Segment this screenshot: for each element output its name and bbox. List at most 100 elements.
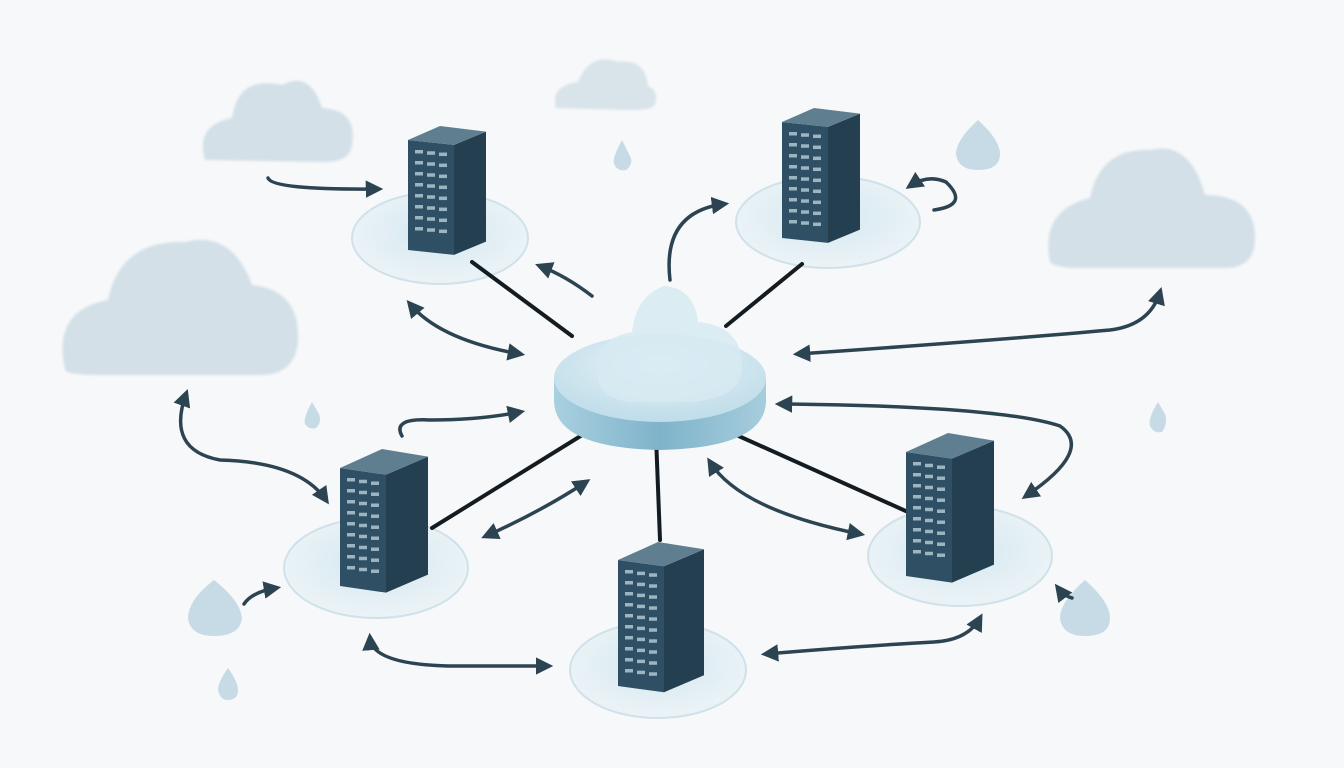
server-led [925, 485, 933, 490]
server-led [439, 163, 447, 168]
server-led [415, 161, 423, 165]
central-cloud-hub [554, 286, 766, 450]
server-led [371, 569, 379, 573]
arrow-icon [242, 581, 282, 606]
arrow-icon [792, 286, 1165, 362]
server-led [813, 134, 821, 139]
server-led [649, 617, 657, 621]
server-led [625, 592, 633, 596]
server-led [347, 478, 355, 482]
server-led [637, 571, 645, 576]
server-led [427, 151, 435, 155]
server-led [649, 639, 657, 643]
server-led [649, 650, 657, 654]
server-led [801, 177, 809, 181]
server-led [637, 648, 645, 653]
server-led [801, 199, 809, 203]
server-led [913, 517, 921, 521]
server-led [637, 670, 645, 675]
data-flow-arrows [173, 171, 1165, 675]
server-led [625, 614, 633, 618]
server-led [371, 481, 379, 485]
droplet-icon [188, 580, 242, 636]
server-led [913, 462, 921, 466]
server-icon [906, 433, 994, 583]
server-led [637, 593, 645, 598]
server-icon [782, 108, 860, 243]
server-led [789, 198, 797, 202]
server-led [371, 547, 379, 551]
server-led [913, 506, 921, 510]
server-led [439, 152, 447, 157]
server-led [347, 489, 355, 493]
server-led [371, 514, 379, 518]
server-led [347, 500, 355, 504]
server-led [649, 661, 657, 665]
server-led [415, 150, 423, 154]
server-led [937, 520, 945, 524]
server-led [813, 200, 821, 205]
server-led [359, 501, 367, 506]
server-led [625, 647, 633, 651]
server-led [625, 636, 633, 640]
server-led [637, 637, 645, 642]
server-led [937, 465, 945, 469]
server-led [415, 183, 423, 187]
arrow-icon [707, 457, 866, 541]
server-led [801, 133, 809, 137]
server-led [371, 503, 379, 507]
server-led [359, 479, 367, 484]
arrow-icon [774, 395, 1073, 499]
cloud-icon [596, 286, 743, 402]
server-led [649, 595, 657, 599]
cloud-icon [202, 80, 353, 162]
server-led [789, 154, 797, 158]
server-led [937, 498, 945, 502]
server-led [813, 211, 821, 216]
server-led [937, 487, 945, 491]
arrow-icon [667, 196, 730, 282]
server-led [427, 162, 435, 166]
server-led [371, 558, 379, 562]
server-led [925, 496, 933, 501]
server-led [359, 556, 367, 561]
server-led [347, 522, 355, 526]
droplet-icon [956, 120, 1000, 170]
server-led [439, 174, 447, 179]
server-led [813, 189, 821, 194]
server-led [649, 584, 657, 588]
server-led [813, 178, 821, 183]
server-led [347, 533, 355, 537]
server-led [925, 474, 933, 479]
server-led [913, 528, 921, 532]
arrow-icon [1054, 583, 1074, 604]
droplet-icon [1149, 402, 1166, 433]
server-led [925, 551, 933, 556]
link-top-right [724, 262, 804, 328]
server-led [347, 566, 355, 570]
server-led [359, 523, 367, 528]
server-led [439, 185, 447, 190]
server-led [427, 195, 435, 199]
server-led [649, 672, 657, 676]
server-led [637, 615, 645, 620]
server-icon [340, 449, 428, 593]
server-led [925, 507, 933, 512]
server-led [415, 172, 423, 176]
server-led [625, 570, 633, 574]
arrow-icon [362, 632, 554, 675]
arrow-icon [398, 405, 526, 438]
server-led [427, 228, 435, 232]
server-led [371, 536, 379, 540]
server-led [415, 216, 423, 220]
server-led [925, 463, 933, 468]
server-led [789, 165, 797, 169]
server-led [427, 217, 435, 221]
arrow-icon [905, 171, 958, 212]
server-led [371, 492, 379, 496]
server-led [937, 553, 945, 557]
server-led [649, 628, 657, 632]
server-led [813, 167, 821, 172]
server-led [937, 531, 945, 535]
droplet-icon [613, 140, 632, 171]
